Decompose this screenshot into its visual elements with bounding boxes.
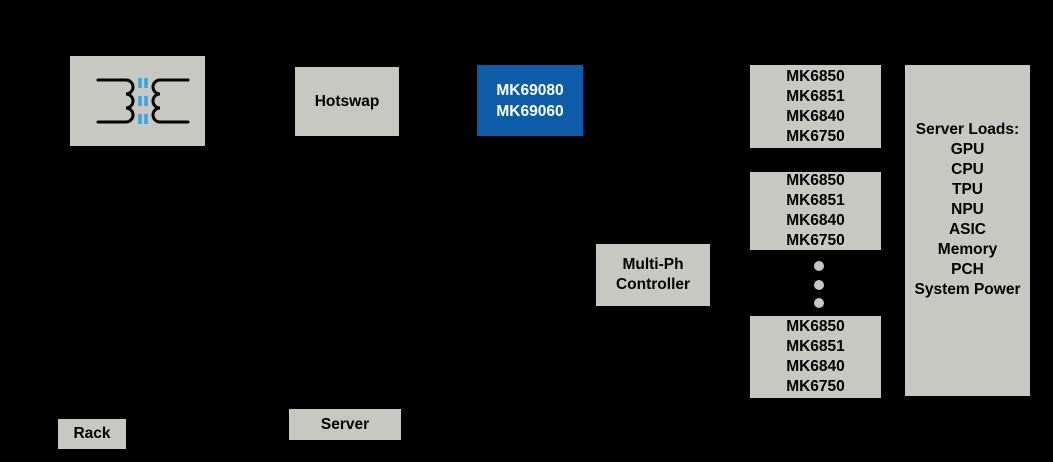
load-npu: NPU [951, 201, 984, 218]
controller-label-line-1: Multi-Ph [622, 256, 684, 273]
server-scope-label: Server [289, 409, 401, 440]
load-pch: PCH [951, 261, 984, 278]
stack2-part-3: MK6840 [786, 212, 845, 229]
phase-stack-2: MK6850 MK6851 MK6840 MK6750 [750, 172, 881, 250]
phase-stack-3: MK6850 MK6851 MK6840 MK6750 [750, 316, 881, 398]
stack1-part-2: MK6851 [786, 87, 845, 105]
load-system-power: System Power [914, 281, 1021, 298]
more-stacks-ellipsis [814, 261, 824, 308]
server-loads-title: Server Loads: [915, 121, 1020, 138]
load-memory: Memory [937, 241, 998, 258]
phase-stack-1: MK6850 MK6851 MK6840 MK6750 [750, 65, 881, 148]
stack3-part-2: MK6851 [786, 338, 845, 355]
regulator-part-1: MK69080 [496, 81, 564, 99]
stack2-part-4: MK6750 [786, 232, 845, 249]
transformer-box [70, 56, 205, 146]
server-loads-box: Server Loads: GPU CPU TPU NPU ASIC Memor… [905, 65, 1030, 396]
multiphase-controller-box: Multi-Ph Controller [596, 244, 710, 306]
load-gpu: GPU [950, 141, 985, 158]
stack1-part-4: MK6750 [786, 127, 845, 145]
stack3-part-3: MK6840 [786, 358, 845, 375]
stack3-part-4: MK6750 [786, 378, 845, 395]
primary-winding [96, 78, 134, 124]
regulator-part-2: MK69060 [496, 102, 564, 120]
rack-label: Rack [73, 425, 111, 442]
ellipsis-dot [814, 261, 824, 271]
load-asic: ASIC [948, 221, 987, 238]
stack1-part-1: MK6850 [786, 67, 845, 85]
ellipsis-dot [814, 298, 824, 308]
server-label: Server [320, 415, 370, 433]
stack2-part-2: MK6851 [786, 192, 845, 209]
stack2-part-1: MK6850 [786, 172, 845, 189]
load-cpu: CPU [951, 161, 984, 178]
load-tpu: TPU [952, 181, 983, 198]
secondary-winding [151, 78, 189, 124]
transformer-icon [96, 78, 189, 124]
stack1-part-3: MK6840 [786, 107, 845, 125]
regulator-box: MK69080 MK69060 [477, 65, 583, 136]
hotswap-box: Hotswap [295, 67, 399, 136]
rack-scope-label: Rack [58, 419, 126, 449]
controller-label-line-2: Controller [615, 276, 691, 293]
ellipsis-dot [814, 279, 824, 290]
hotswap-label: Hotswap [314, 92, 380, 110]
stack3-part-1: MK6850 [786, 318, 845, 335]
